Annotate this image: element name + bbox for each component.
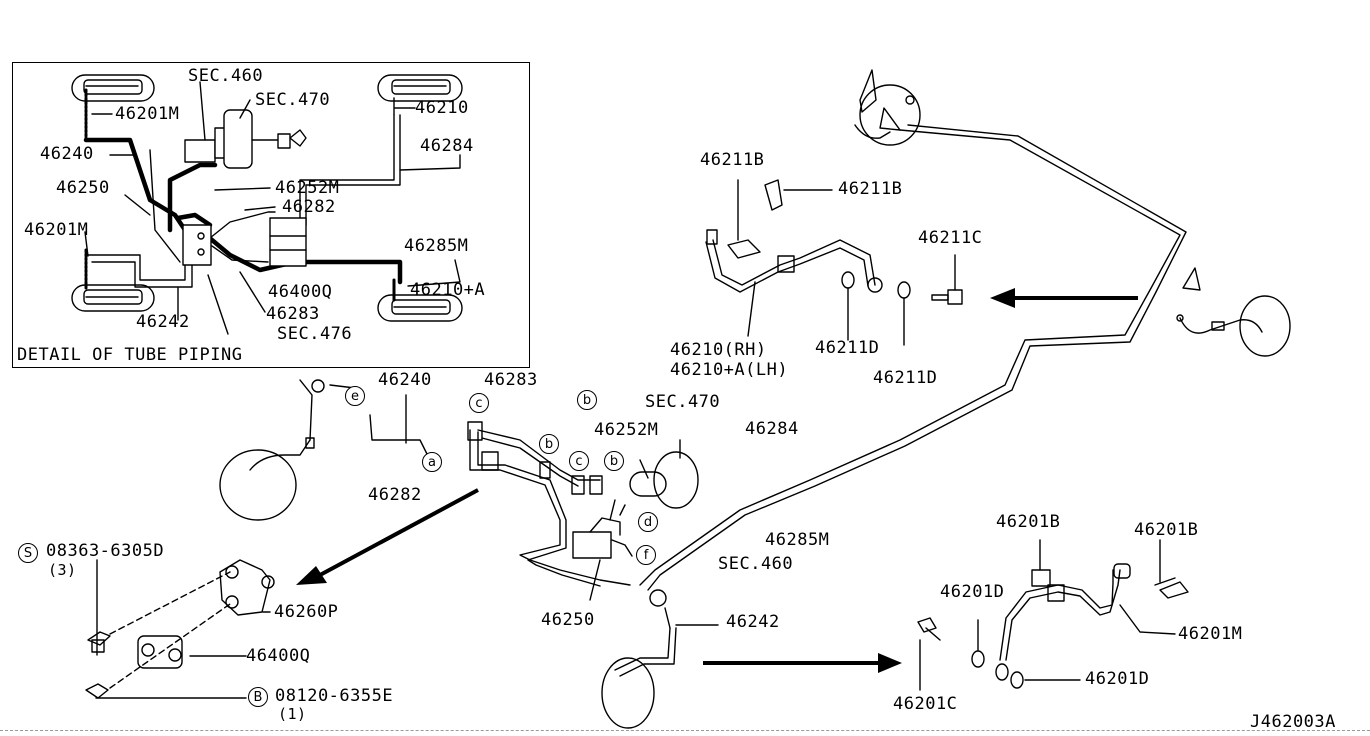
detail-label-46283: 46283 bbox=[266, 304, 320, 324]
label-reference-code: J462003A bbox=[1250, 712, 1336, 732]
detail-label-46250: 46250 bbox=[56, 178, 110, 198]
callout-f: f bbox=[636, 545, 656, 565]
label-46400q: 46400Q bbox=[246, 646, 311, 666]
label-b-qty: (1) bbox=[278, 705, 307, 723]
label-46210-rh: 46210(RH) bbox=[670, 340, 767, 360]
label-46201b-1: 46201B bbox=[996, 512, 1061, 532]
callout-e: e bbox=[345, 386, 365, 406]
detail-wheel-top-right bbox=[377, 74, 463, 102]
label-46211b-1: 46211B bbox=[700, 150, 765, 170]
label-46201d-1: 46201D bbox=[940, 582, 1005, 602]
label-46211d-2: 46211D bbox=[873, 368, 938, 388]
callout-d: d bbox=[638, 512, 658, 532]
label-46211d-1: 46211D bbox=[815, 338, 880, 358]
front-brake-left bbox=[219, 379, 325, 521]
detail-wheel-top-left bbox=[71, 74, 155, 102]
label-sec470: SEC.470 bbox=[645, 392, 721, 412]
label-46201m: 46201M bbox=[1178, 624, 1243, 644]
detail-label-46210: 46210 bbox=[415, 98, 469, 118]
label-46283: 46283 bbox=[484, 370, 538, 390]
label-46201b-2: 46201B bbox=[1134, 520, 1199, 540]
label-46260p: 46260P bbox=[274, 602, 339, 622]
arrow-right bbox=[703, 653, 902, 673]
label-s-part: 08363-6305D bbox=[46, 541, 165, 561]
label-46240: 46240 bbox=[378, 370, 432, 390]
detail-wheel-bottom-right bbox=[377, 294, 463, 322]
detail-label-46282: 46282 bbox=[282, 197, 336, 217]
detail-label-46252m: 46252M bbox=[275, 178, 340, 198]
detail-label-46201m-left: 46201M bbox=[24, 220, 89, 240]
callout-b-3: b bbox=[604, 451, 624, 471]
callout-c-2: c bbox=[569, 451, 589, 471]
detail-title: DETAIL OF TUBE PIPING bbox=[17, 345, 243, 365]
arrow-left bbox=[990, 288, 1138, 308]
detail-label-sec460: SEC.460 bbox=[188, 66, 264, 86]
label-46201c: 46201C bbox=[893, 694, 958, 714]
detail-label-sec470: SEC.470 bbox=[255, 90, 331, 110]
bottom-border bbox=[0, 730, 1370, 731]
callout-b-bolt: B bbox=[248, 687, 268, 707]
label-46242: 46242 bbox=[726, 612, 780, 632]
hose-46210-assembly bbox=[705, 229, 883, 293]
label-46285m: 46285M bbox=[765, 530, 830, 550]
detail-label-46210a: 46210+A bbox=[410, 280, 486, 300]
label-46211b-2: 46211B bbox=[838, 179, 903, 199]
detail-label-46201m-top: 46201M bbox=[115, 104, 180, 124]
label-46201d-2: 46201D bbox=[1085, 669, 1150, 689]
label-46250: 46250 bbox=[541, 610, 595, 630]
detail-box bbox=[12, 62, 530, 368]
label-46211c: 46211C bbox=[918, 228, 983, 248]
detail-wheel-bottom-left bbox=[71, 284, 155, 312]
detail-label-46242: 46242 bbox=[136, 312, 190, 332]
label-46282: 46282 bbox=[368, 485, 422, 505]
label-46210a-lh: 46210+A(LH) bbox=[670, 360, 789, 380]
detail-label-46284: 46284 bbox=[420, 136, 474, 156]
callout-c-1: c bbox=[469, 393, 489, 413]
rear-brake-right bbox=[1176, 267, 1291, 357]
front-brake-bottom bbox=[601, 589, 677, 729]
callout-a: a bbox=[422, 452, 442, 472]
detail-label-46240: 46240 bbox=[40, 144, 94, 164]
detail-label-sec476: SEC.476 bbox=[277, 324, 353, 344]
label-s-qty: (3) bbox=[48, 561, 77, 579]
label-b-part: 08120-6355E bbox=[275, 686, 394, 706]
label-46252m: 46252M bbox=[594, 420, 659, 440]
arrow-down-left bbox=[296, 488, 479, 585]
callout-s: S bbox=[18, 543, 38, 563]
label-sec460: SEC.460 bbox=[718, 554, 794, 574]
rear-brake-top bbox=[854, 69, 921, 146]
callout-b-1: b bbox=[577, 390, 597, 410]
callout-b-2: b bbox=[539, 434, 559, 454]
label-46284: 46284 bbox=[745, 419, 799, 439]
detail-label-46285m: 46285M bbox=[404, 236, 469, 256]
detail-label-46400q: 46400Q bbox=[268, 282, 333, 302]
hose-46201-assembly bbox=[971, 563, 1189, 689]
